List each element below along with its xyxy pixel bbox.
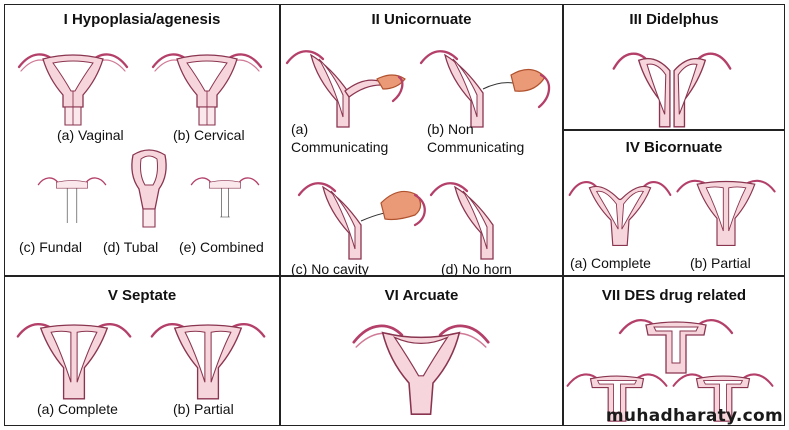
label-noncommunicating: Communicating [427, 139, 525, 155]
label-combined: (e) Combined [179, 239, 264, 255]
label-septate-complete: (a) Complete [37, 401, 118, 417]
label-cervical: (b) Cervical [173, 127, 245, 143]
panel-hypoplasia: I Hypoplasia/agenesis (a) Vaginal (b) Ce… [4, 4, 280, 276]
uterus-arcuate-figure [352, 324, 490, 416]
uterus-bicornuate-partial-figure [676, 179, 776, 247]
label-bicornuate-complete: (a) Complete [570, 255, 651, 271]
panel-des: VII DES drug related [563, 276, 785, 426]
uterus-vaginal-figure [17, 53, 129, 127]
panel-unicornuate: II Unicornuate (a) Communicating (b) Non… [280, 4, 563, 276]
label-communicating-a: (a) [291, 121, 309, 137]
label-bicornuate-partial: (b) Partial [690, 255, 751, 271]
uterus-bicornuate-complete-figure [568, 181, 672, 247]
panel-didelphus: III Didelphus [563, 4, 785, 130]
panel-title: IV Bicornuate [625, 139, 723, 156]
panel-title: V Septate [107, 287, 177, 304]
uterus-no-cavity-figure [297, 182, 426, 261]
uterus-septate-complete-figure [16, 323, 132, 401]
panel-title: VII DES drug related [601, 287, 747, 304]
label-septate-partial: (b) Partial [173, 401, 234, 417]
label-non-b: (b) Non [427, 121, 474, 137]
uterus-combined-figure [190, 177, 260, 218]
uterus-noncommunicating-figure [419, 50, 551, 129]
panel-arcuate: VI Arcuate [280, 276, 563, 426]
label-no-horn: (d) No horn [441, 261, 512, 276]
label-vaginal: (a) Vaginal [57, 127, 124, 143]
watermark: muhadharaty.com [605, 406, 783, 426]
panel-title: VI Arcuate [384, 287, 459, 304]
uterus-didelphus-figure [612, 52, 732, 129]
label-communicating: Communicating [291, 139, 389, 155]
label-tubal: (d) Tubal [103, 239, 159, 255]
panel-title: II Unicornuate [371, 11, 472, 28]
label-no-cavity: (c) No cavity [291, 261, 369, 276]
panel-septate: V Septate (a) Complete (b) Partial [4, 276, 280, 426]
uterus-no-horn-figure [429, 182, 495, 261]
panel-title: I Hypoplasia/agenesis [63, 11, 221, 28]
panel-bicornuate: IV Bicornuate (a) Complete (b) Partial [563, 130, 785, 276]
uterus-fundal-figure [37, 177, 107, 223]
uterus-cervical-figure [151, 53, 263, 127]
panel-title: III Didelphus [629, 11, 719, 28]
uterus-tubal-figure [131, 149, 167, 228]
uterus-communicating-figure [285, 50, 406, 129]
uterus-septate-partial-figure [150, 323, 266, 401]
label-fundal: (c) Fundal [19, 239, 83, 255]
